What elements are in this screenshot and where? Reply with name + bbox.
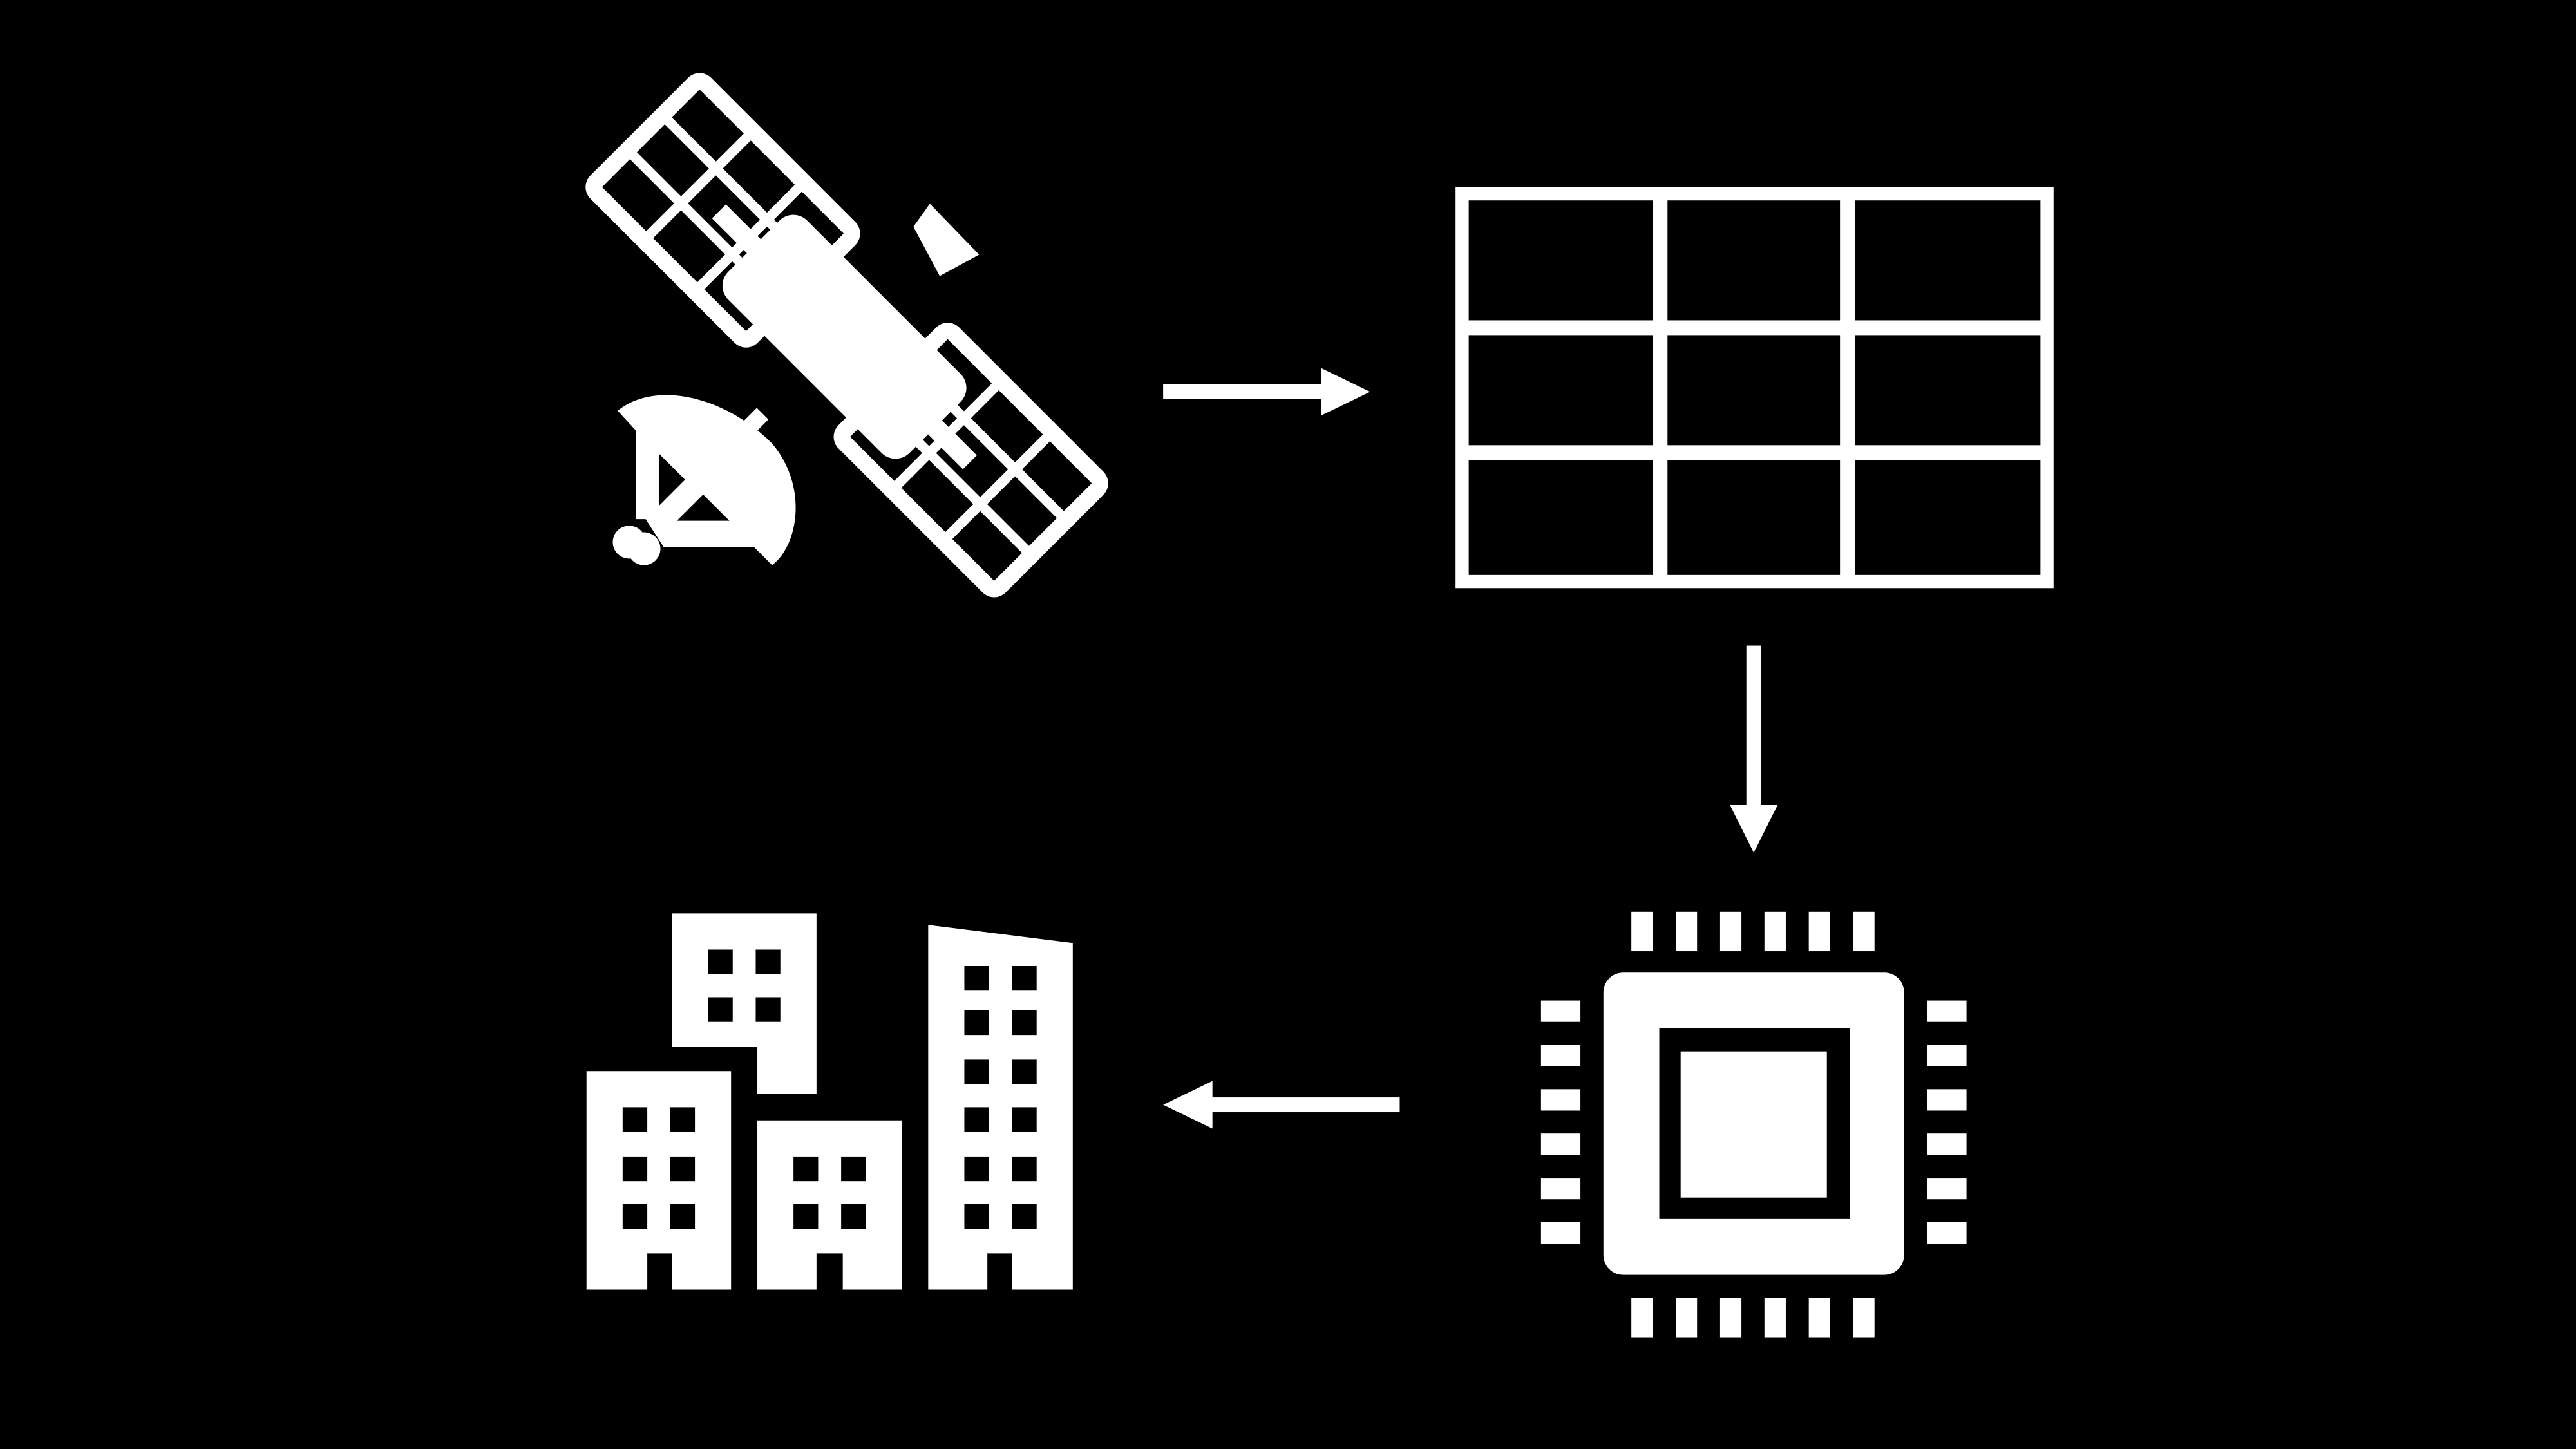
- buildings-icon: [586, 913, 1073, 1290]
- arrow-right-icon: [1163, 368, 1370, 416]
- building-upper: [672, 913, 817, 1094]
- building-tall: [928, 925, 1073, 1290]
- arrow-left-icon: [1163, 1081, 1400, 1129]
- grid-tiles-icon: [1455, 187, 2054, 589]
- cpu-chip-icon: [1540, 911, 1967, 1338]
- arrow-down-icon: [1730, 645, 1778, 853]
- satellite-body: [722, 214, 967, 459]
- satellite-icon: [585, 73, 1108, 598]
- satellite-dish: [612, 395, 796, 565]
